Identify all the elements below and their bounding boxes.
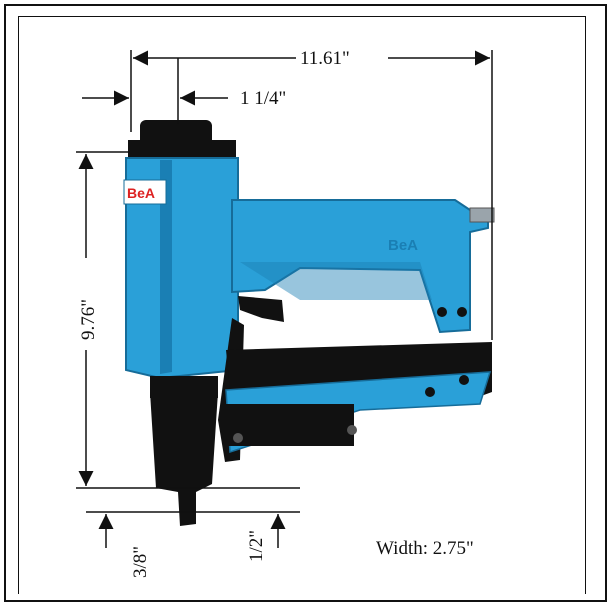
logo-plate xyxy=(123,179,167,205)
screw xyxy=(233,433,243,443)
head-edge xyxy=(160,160,172,374)
stapler-tool: BeA BeA xyxy=(123,120,495,526)
overall-length-label: 11.61" xyxy=(300,48,350,69)
width-label: Width: 2.75" xyxy=(376,538,474,559)
nose-bottom-label: 3/8" xyxy=(130,546,151,578)
top-collar xyxy=(128,140,236,158)
air-fitting xyxy=(469,207,495,223)
screw xyxy=(425,387,435,397)
screw xyxy=(459,375,469,385)
dim-nose-offset: 1 1/4" xyxy=(82,58,286,124)
inner-frame xyxy=(18,16,586,594)
dim-nose-bottom: 3/8" 1/2" xyxy=(86,511,300,578)
screw xyxy=(347,425,357,435)
nose-offset-label: 1 1/4" xyxy=(240,88,286,109)
screw xyxy=(457,307,467,317)
screw xyxy=(437,307,447,317)
magazine-plate xyxy=(226,404,354,446)
dim-overall-length: 11.61" xyxy=(130,48,493,340)
handle-shade xyxy=(240,262,432,300)
height-label: 9.76" xyxy=(78,299,99,340)
side-logo: BeA xyxy=(127,185,155,201)
dim-height: 9.76" xyxy=(76,151,300,489)
tip-depth-label: 1/2" xyxy=(246,530,267,562)
outer-frame xyxy=(4,4,607,602)
head-body xyxy=(125,157,239,380)
nose-driver xyxy=(150,392,218,526)
trigger xyxy=(238,296,284,322)
handle-logo: BeA xyxy=(388,237,418,254)
